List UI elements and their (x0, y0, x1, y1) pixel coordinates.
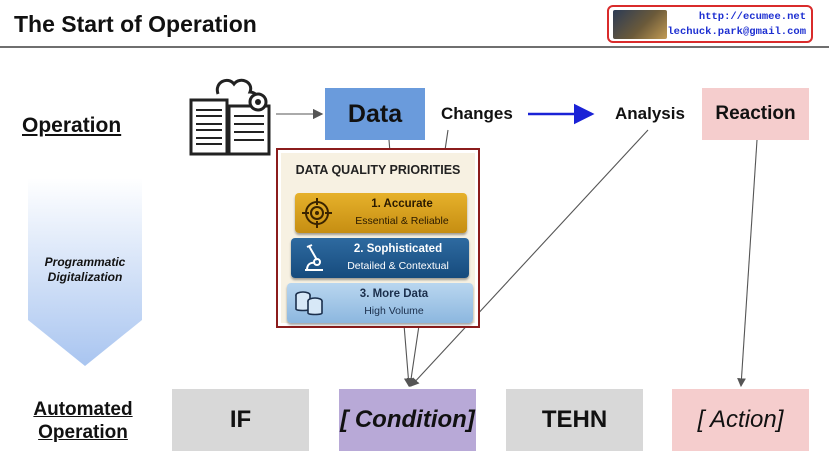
server-cloud-gear-icon (189, 78, 271, 156)
changes-label: Changes (441, 104, 513, 123)
quality-item-heading: 3. More Data (359, 288, 429, 300)
data-box: Data (325, 88, 425, 140)
automated-line: Automated (33, 399, 133, 420)
badge-email[interactable]: lechuck.park@gmail.com (667, 26, 806, 38)
quality-item-sophisticated: 2. Sophisticated Detailed & Contextual (291, 238, 469, 278)
author-badge: http://ecumee.net lechuck.park@gmail.com (607, 5, 813, 43)
programmatic-line: Programmatic (44, 255, 126, 269)
author-photo (613, 10, 667, 39)
operation-label: Operation (22, 114, 122, 137)
down-arrow-icon (28, 178, 142, 366)
quality-item-accurate: 1. Accurate Essential & Reliable (295, 193, 467, 233)
automated-operation-label: Automated Operation (22, 398, 144, 444)
analysis-label: Analysis (615, 104, 685, 123)
condition-box: [ Condition] (339, 389, 476, 451)
then-box: TEHN (506, 389, 643, 451)
page-title: The Start of Operation (14, 11, 257, 37)
quality-item-heading: 2. Sophisticated (353, 243, 443, 255)
quality-item-subtext: Detailed & Contextual (347, 260, 449, 272)
analysis-to-condition-line (410, 129, 649, 387)
target-icon (302, 198, 332, 228)
quality-item-subtext: Essential & Reliable (355, 215, 449, 227)
quality-item-more-data: 3. More Data High Volume (287, 283, 473, 323)
operation-line: Operation (38, 422, 128, 443)
programmatic-digitalization-label: Programmatic Digitalization (24, 255, 146, 285)
title-divider (0, 46, 829, 48)
digitalization-line: Digitalization (47, 270, 123, 284)
data-quality-panel-body: DATA QUALITY PRIORITIES 1. Accurate Esse… (281, 153, 475, 323)
microscope-icon (305, 244, 323, 271)
data-quality-panel: DATA QUALITY PRIORITIES 1. Accurate Esse… (276, 148, 480, 328)
if-box: IF (172, 389, 309, 451)
quality-item-heading: 1. Accurate (371, 198, 433, 210)
reaction-to-action-line (737, 139, 758, 388)
database-icon (295, 291, 323, 316)
action-box: [ Action] (672, 389, 809, 451)
data-quality-title: DATA QUALITY PRIORITIES (295, 163, 461, 177)
quality-item-subtext: High Volume (364, 305, 424, 317)
badge-url[interactable]: http://ecumee.net (698, 11, 806, 23)
reaction-box: Reaction (702, 88, 809, 140)
